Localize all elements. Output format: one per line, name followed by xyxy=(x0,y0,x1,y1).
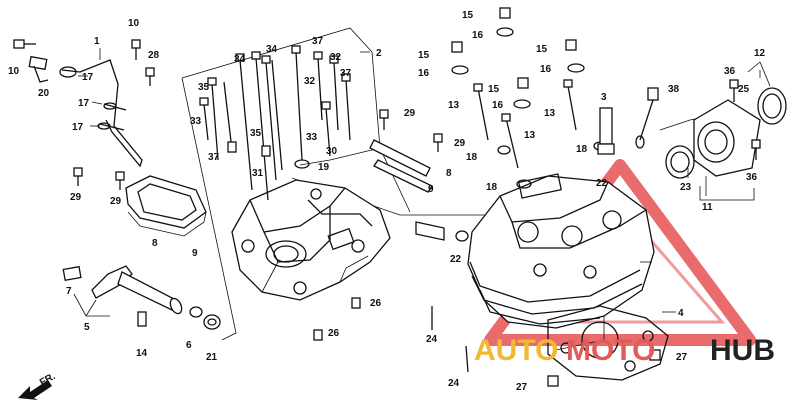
callout-8-left: 8 xyxy=(152,238,158,249)
direction-label: FR. xyxy=(38,371,58,389)
callout-37-b: 37 xyxy=(340,68,352,79)
watermark-text-auto: AUTO xyxy=(474,334,558,367)
callout-13-b: 13 xyxy=(524,130,536,141)
callout-22-b: 22 xyxy=(596,178,608,189)
callout-16-d: 16 xyxy=(540,64,552,75)
callout-9-right: 9 xyxy=(428,184,434,195)
callout-8-right: 8 xyxy=(446,168,452,179)
callout-23: 23 xyxy=(680,182,692,193)
callout-36-b: 36 xyxy=(746,172,758,183)
callout-26-b: 26 xyxy=(328,328,340,339)
callout-22-a: 22 xyxy=(450,254,462,265)
head-gasket xyxy=(547,305,669,381)
callout-28: 28 xyxy=(148,50,160,61)
callout-16-a: 16 xyxy=(472,30,484,41)
callout-27-a: 27 xyxy=(516,382,528,393)
callout-3: 3 xyxy=(601,92,607,103)
callout-27-b: 27 xyxy=(676,352,688,363)
callout-32-a: 32 xyxy=(330,52,342,63)
callout-6: 6 xyxy=(186,340,192,351)
callout-25: 25 xyxy=(738,84,750,95)
watermark-text-hub: HUB xyxy=(710,334,775,367)
front-direction-arrow: FR. xyxy=(18,371,58,400)
callout-9-left: 9 xyxy=(192,248,198,259)
callout-37-c: 37 xyxy=(208,152,220,163)
long-bolts xyxy=(199,45,351,201)
cylinder-head-right xyxy=(467,173,655,351)
callout-30: 30 xyxy=(326,146,338,157)
callout-35-a: 35 xyxy=(198,82,210,93)
cylinder-head-left xyxy=(231,179,391,301)
callout-12: 12 xyxy=(754,48,766,59)
fasteners xyxy=(13,7,661,387)
callout-1: 1 xyxy=(94,36,100,47)
callout-29-b: 29 xyxy=(110,196,122,207)
callout-17-b: 17 xyxy=(78,98,90,109)
leader-lines xyxy=(73,48,771,317)
callout-18-a: 18 xyxy=(466,152,478,163)
callout-24-b: 24 xyxy=(448,378,460,389)
callout-2: 2 xyxy=(376,48,382,59)
callout-15-a: 15 xyxy=(462,10,474,21)
callout-29-a: 29 xyxy=(70,192,82,203)
callout-5: 5 xyxy=(84,322,90,333)
callout-33-b: 33 xyxy=(306,132,318,143)
callout-13-a: 13 xyxy=(448,100,460,111)
callout-4: 4 xyxy=(678,308,684,319)
callout-20: 20 xyxy=(38,88,50,99)
callout-15-d: 15 xyxy=(536,44,548,55)
callout-33-a: 33 xyxy=(190,116,202,127)
callout-34-b: 34 xyxy=(266,44,278,55)
callout-29-c: 29 xyxy=(404,108,416,119)
callout-21: 21 xyxy=(206,352,218,363)
watermark-logo: AUTO MOTO HUB xyxy=(474,334,775,367)
callout-13-c: 13 xyxy=(544,108,556,119)
callout-11: 11 xyxy=(702,202,713,213)
intake-manifold xyxy=(665,79,787,179)
callout-10-left: 10 xyxy=(8,66,20,77)
callout-24-a: 24 xyxy=(426,334,438,345)
callout-15-b: 15 xyxy=(418,50,430,61)
callout-29-d: 29 xyxy=(454,138,466,149)
callout-labels: 1 2 3 4 5 6 7 8 8 9 9 10 10 11 12 13 13 … xyxy=(8,10,766,393)
callout-17-c: 17 xyxy=(72,122,84,133)
callout-38: 38 xyxy=(668,84,680,95)
head-cover-left xyxy=(125,175,207,237)
callout-17-a: 17 xyxy=(82,72,94,83)
breather-tube xyxy=(28,55,143,168)
callout-7: 7 xyxy=(66,286,72,297)
callout-32-b: 32 xyxy=(304,76,316,87)
callout-34-a: 34 xyxy=(234,54,246,65)
callout-16-c: 16 xyxy=(492,100,504,111)
callout-14: 14 xyxy=(136,348,148,359)
watermark-text-moto: MOTO xyxy=(566,334,655,367)
callout-18-c: 18 xyxy=(576,144,588,155)
valve-small-parts xyxy=(137,306,221,330)
rocker-arm-assembly xyxy=(62,265,183,315)
callout-16-b: 16 xyxy=(418,68,430,79)
callout-15-c: 15 xyxy=(488,84,500,95)
callout-37-a: 37 xyxy=(312,36,324,47)
callout-19: 19 xyxy=(318,162,330,173)
callout-10-top: 10 xyxy=(128,18,140,29)
callout-26-a: 26 xyxy=(370,298,382,309)
spark-plug-parts xyxy=(597,87,659,155)
callout-36-a: 36 xyxy=(724,66,736,77)
callout-18-b: 18 xyxy=(486,182,498,193)
callout-35-b: 35 xyxy=(250,128,262,139)
rocker-shafts xyxy=(369,139,445,241)
callout-31: 31 xyxy=(252,168,264,179)
